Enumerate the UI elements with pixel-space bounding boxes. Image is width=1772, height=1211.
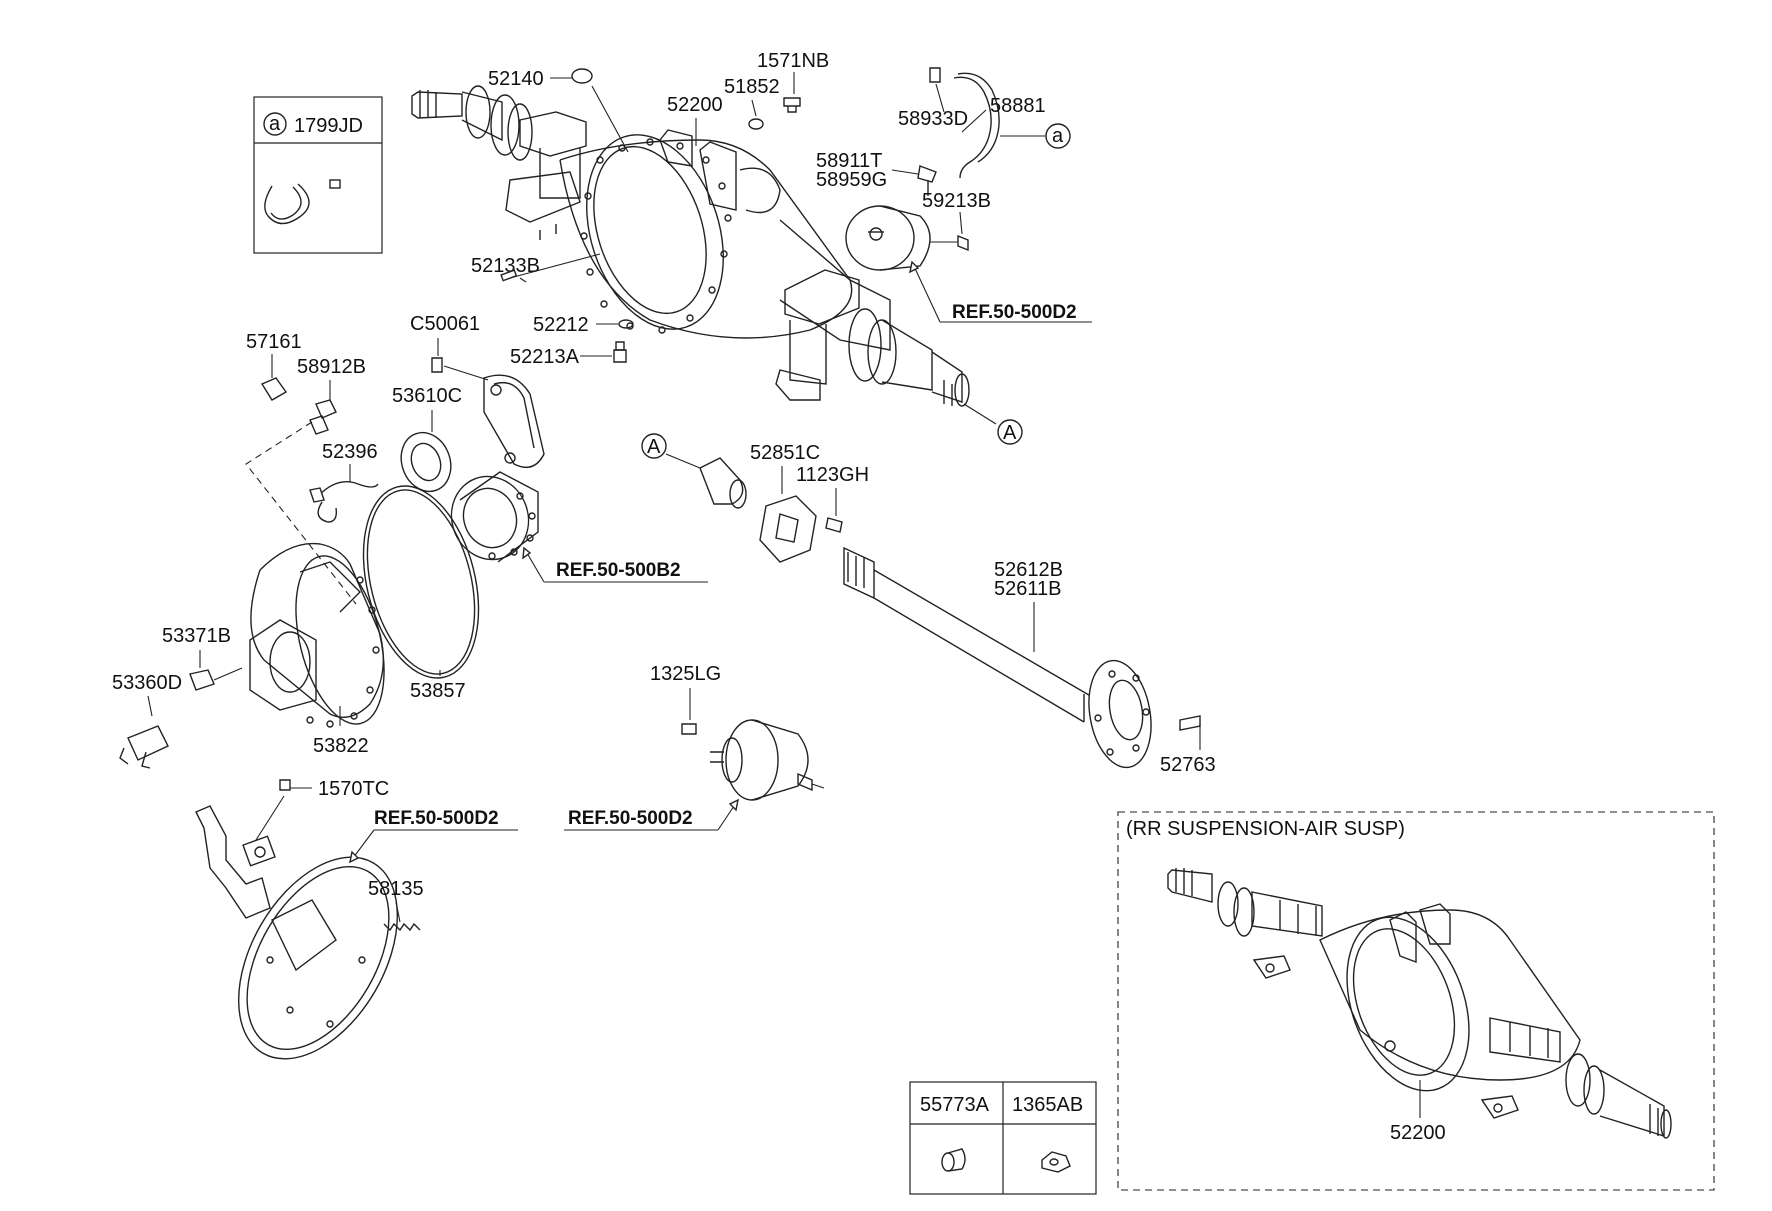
banjo-bolt-holes	[580, 138, 732, 334]
label-52200-top: 52200	[667, 94, 723, 116]
label-53610c: 53610C	[392, 385, 462, 407]
label-52140: 52140	[488, 68, 544, 90]
label-1570tc: 1570TC	[318, 778, 389, 800]
housing-labels: 52140 1571NB 51852 52200 52133B 52212 C5…	[410, 50, 829, 381]
label-57161: 57161	[246, 331, 302, 353]
ref-bottom-mid: REF.50-500D2	[564, 798, 739, 831]
parts-table: 55773A 1365AB	[909, 1081, 1097, 1195]
ref-bottom-left: REF.50-500D2	[349, 808, 518, 864]
ref-mid: REF.50-500B2	[522, 546, 708, 583]
ref-label-bottom-left: REF.50-500D2	[374, 808, 499, 829]
label-52763: 52763	[1160, 754, 1216, 776]
axle-shaft-group: A 52851C 1123GH 52612B 52611B 52763	[641, 433, 1216, 776]
carrier-housing-53822: 53822 53371B 53360D	[112, 542, 385, 769]
legend-part-number: 1799JD	[294, 115, 363, 137]
brake-chamber-1325lg: 1325LG	[650, 663, 825, 801]
label-c50061: C50061	[410, 313, 480, 335]
label-52396: 52396	[322, 441, 378, 463]
label-52212: 52212	[533, 314, 589, 336]
label-52200-bottom: 52200	[1390, 1122, 1446, 1144]
label-51852: 51852	[724, 76, 780, 98]
label-58933d: 58933D	[898, 108, 968, 130]
clamp-icon	[264, 183, 310, 225]
table-col1-part: 55773A	[920, 1094, 990, 1116]
ref-label-bottom-mid: REF.50-500D2	[568, 808, 693, 829]
label-58135: 58135	[368, 878, 424, 900]
label-52612b: 52612B	[994, 559, 1063, 581]
label-52611b: 52611B	[994, 578, 1061, 600]
washer-icon	[1041, 1151, 1071, 1173]
callout-A-right-spindle: A	[1003, 422, 1017, 444]
callout-a-hose: a	[1052, 125, 1064, 147]
table-col2-part: 1365AB	[1012, 1094, 1083, 1116]
label-52133b: 52133B	[471, 255, 540, 277]
sensor-group: 57161 58912B 52396	[245, 331, 379, 605]
ref-top: REF.50-500D2	[909, 260, 1092, 323]
label-53360d: 53360D	[112, 672, 182, 694]
inset-title: (RR SUSPENSION-AIR SUSP)	[1126, 818, 1405, 840]
label-1571nb: 1571NB	[757, 50, 829, 72]
bearing-cap-group: 53610C	[392, 374, 545, 563]
breather-hose-assembly: 58933D 58881 a 58911T 58959G 59213B	[816, 67, 1071, 271]
callout-A-left: A	[647, 436, 661, 458]
label-1123gh: 1123GH	[796, 464, 869, 486]
label-59213b: 59213B	[922, 190, 991, 212]
inset-air-suspension: (RR SUSPENSION-AIR SUSP) 52200	[1117, 811, 1715, 1191]
legend-box-1799jd: a 1799JD	[253, 96, 383, 254]
label-53857: 53857	[410, 680, 466, 702]
label-58912b: 58912B	[297, 356, 366, 378]
label-58911t: 58911T	[816, 150, 882, 172]
label-1325lg: 1325LG	[650, 663, 721, 685]
label-53822: 53822	[313, 735, 369, 757]
axle-housing: A	[411, 85, 1023, 445]
bushing-icon	[941, 1148, 966, 1172]
gasket-53857: 53857	[362, 485, 480, 702]
legend-marker: a	[269, 113, 281, 135]
label-58959g: 58959G	[816, 169, 887, 191]
ref-label-mid: REF.50-500B2	[556, 560, 681, 581]
ref-label-top: REF.50-500D2	[952, 302, 1077, 323]
label-58881: 58881	[990, 95, 1046, 117]
label-52851c: 52851C	[750, 442, 820, 464]
label-53371b: 53371B	[162, 625, 231, 647]
bracket-backing-plate: 1570TC 58135	[195, 778, 424, 1060]
label-52213a: 52213A	[510, 346, 580, 368]
